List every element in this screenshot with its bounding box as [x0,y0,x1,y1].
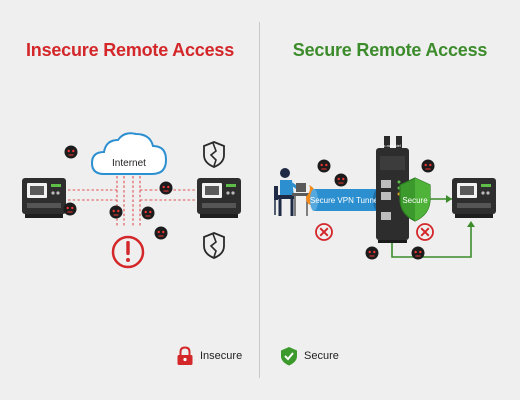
warning-icon [111,235,145,269]
left-device [22,178,66,218]
cloud-label: Internet [112,158,146,169]
check-shield-icon [281,347,297,366]
right-device-insecure [197,178,241,218]
hacker-icon [154,226,168,240]
hacker-icon [365,246,379,260]
hacker-icon [109,205,123,219]
legend-insecure-label: Insecure [200,350,243,362]
blocked-icon [416,223,434,241]
legend-secure-label: Secure [304,350,339,362]
target-device [452,178,496,218]
vpn-tunnel-label: Secure VPN Tunnel [310,196,380,205]
hacker-icon [159,181,173,195]
secure-title: Secure Remote Access [292,40,488,60]
lock-icon [177,346,193,365]
hacker-icon [421,159,435,173]
broken-shield-icon [203,141,225,168]
panel-divider [259,22,260,378]
insecure-title: Insecure Remote Access [25,40,235,60]
broken-shield-icon [203,232,225,259]
hacker-icon [334,173,348,187]
secure-shield-icon [399,177,431,222]
user-at-desk-icon [274,168,310,216]
insecure-paths [68,176,196,226]
hacker-icon [63,202,77,216]
secure-paths [391,195,475,258]
router-brand: o-robustel [383,143,401,148]
legend-secure: Secure [280,345,339,367]
hacker-icon [411,246,425,260]
blocked-icon [315,223,333,241]
legend-insecure: Insecure [176,345,242,367]
cloud-icon [90,132,168,175]
hacker-icon [64,145,78,159]
secure-shield-label: Secure [402,196,428,205]
hacker-icon [317,159,331,173]
hacker-icon [141,206,155,220]
